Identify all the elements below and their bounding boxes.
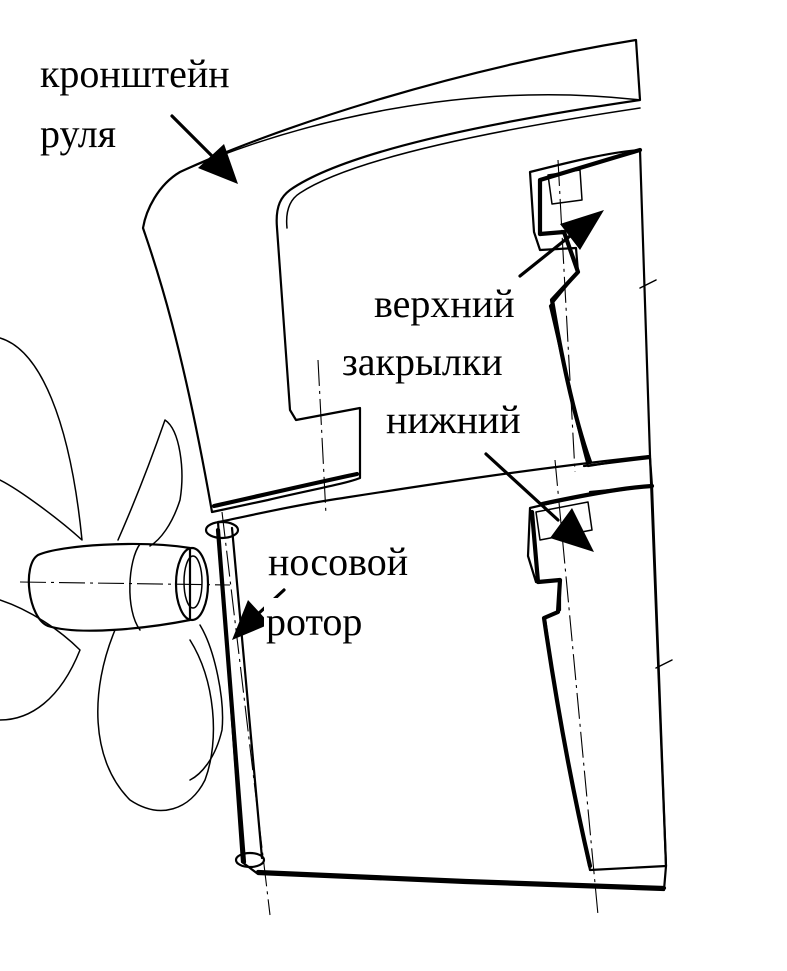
propeller-hub — [27, 542, 192, 632]
arrow-nose-head — [232, 600, 270, 640]
arrow-bracket-head — [198, 144, 238, 184]
lower-flap-centerline — [554, 459, 599, 916]
propeller-hub-inner — [183, 555, 203, 609]
label-rudder-bracket-line2: руля — [40, 111, 117, 156]
arrow-lower-shaft — [484, 452, 560, 522]
nose-rotor-bottom-cap — [234, 851, 266, 869]
upper-flap — [528, 147, 652, 473]
leader-arrows — [170, 114, 604, 640]
nose-rotor-top-cap — [204, 520, 240, 540]
arrow-upper-shaft — [518, 234, 572, 278]
rudder-body-bottom-rim — [255, 869, 667, 891]
rudder-bracket-lower-rim — [211, 471, 360, 509]
lower-flap-notch — [529, 509, 593, 869]
arrow-bracket-shaft — [170, 114, 220, 164]
upper-flap-leading-edge — [537, 147, 643, 237]
propeller-blade-right — [189, 624, 224, 781]
label-nose-rotor-line2: ротор — [264, 598, 365, 646]
rudder-body — [216, 454, 668, 892]
upper-flap-hinge — [547, 169, 583, 205]
propeller-blade-left — [0, 599, 81, 721]
propeller — [0, 337, 231, 812]
rudder-bracket — [141, 38, 642, 516]
lower-flap-hinge — [535, 501, 593, 541]
propeller-blade-lower — [97, 629, 215, 812]
arrow-lower-head — [550, 508, 594, 552]
upper-flap-notch — [537, 229, 593, 465]
rudder-bracket-centerline — [317, 359, 327, 516]
label-nose-rotor-line1: носовой — [266, 538, 411, 586]
upper-flap-outline — [528, 148, 652, 468]
propeller-blade-top — [0, 337, 83, 541]
upper-flap-centerline — [557, 159, 576, 473]
propeller-blade-upper — [117, 419, 183, 547]
nose-rotor-shaft — [215, 527, 247, 865]
lower-flap-outline — [526, 484, 668, 872]
lower-flap — [526, 456, 668, 916]
flap-gap — [582, 456, 654, 494]
label-upper-flap: верхний — [372, 280, 517, 328]
rudder-bracket-inner-edge — [285, 107, 641, 229]
propeller-axis — [19, 581, 231, 586]
label-flaps: закрылки — [340, 338, 505, 386]
rudder-body-outline — [216, 454, 668, 892]
arrow-upper-head — [560, 210, 604, 250]
tick-mark — [655, 659, 673, 669]
rudder-bracket-outline — [141, 38, 642, 514]
label-rudder-bracket-line1: кронштейн — [40, 51, 230, 96]
label-lower-flap: нижний — [384, 396, 523, 444]
propeller-hub-ring — [129, 543, 141, 631]
nose-rotor — [204, 511, 271, 916]
tick-mark — [639, 279, 657, 289]
rudder-bracket-top-edge — [179, 94, 641, 173]
nose-rotor-axis — [221, 511, 271, 916]
